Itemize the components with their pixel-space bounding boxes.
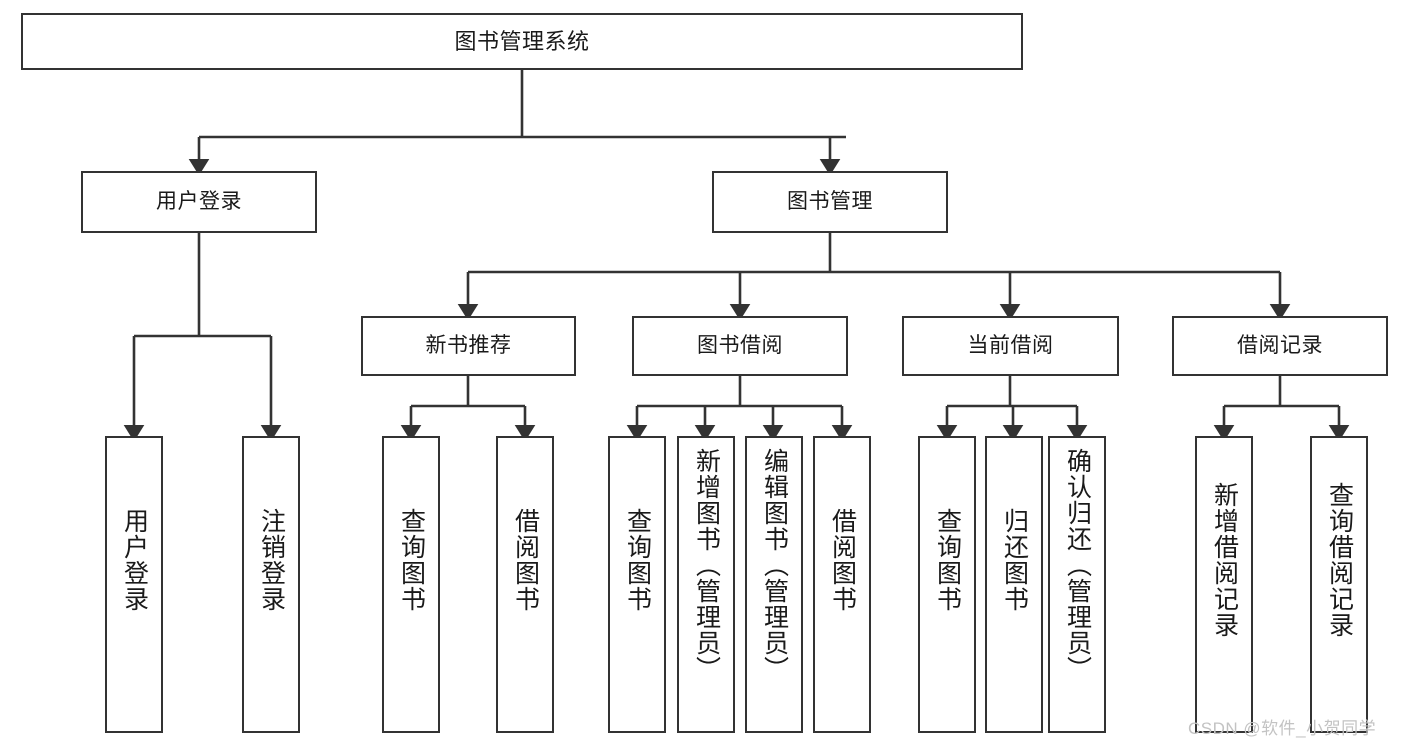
leaf-query-record[interactable]: 查询借阅记录 — [1310, 436, 1368, 733]
leaf-logout-label: 注销登录 — [257, 508, 286, 612]
leaf-query-book-1-label: 查询图书 — [397, 508, 426, 612]
leaf-borrow-book-1-label: 借阅图书 — [511, 508, 540, 612]
leaf-query-book-1[interactable]: 查询图书 — [382, 436, 440, 733]
node-new-book-recommend-label: 新书推荐 — [425, 333, 512, 357]
leaf-confirm-return[interactable]: 确认归还（管理员） — [1048, 436, 1106, 733]
node-book-borrow[interactable]: 图书借阅 — [632, 316, 848, 376]
leaf-query-book-2-label: 查询图书 — [623, 508, 652, 612]
watermark: CSDN @软件_小贺同学 — [1188, 719, 1377, 738]
leaf-add-book-label: 新增图书（管理员） — [692, 448, 721, 682]
node-borrow-record[interactable]: 借阅记录 — [1172, 316, 1388, 376]
leaf-query-book-3-label: 查询图书 — [933, 508, 962, 612]
leaf-add-record[interactable]: 新增借阅记录 — [1195, 436, 1253, 733]
leaf-return-book-label: 归还图书 — [1000, 508, 1029, 612]
leaf-user-login-label: 用户登录 — [120, 508, 149, 612]
leaf-edit-book[interactable]: 编辑图书（管理员） — [745, 436, 803, 733]
leaf-borrow-book-2[interactable]: 借阅图书 — [813, 436, 871, 733]
node-root-label: 图书管理系统 — [454, 28, 590, 54]
node-root[interactable]: 图书管理系统 — [21, 13, 1023, 70]
node-book-management-label: 图书管理 — [787, 189, 873, 213]
leaf-user-login[interactable]: 用户登录 — [105, 436, 163, 733]
leaf-confirm-return-label: 确认归还（管理员） — [1063, 448, 1092, 682]
leaf-add-record-label: 新增借阅记录 — [1210, 482, 1239, 638]
node-book-management[interactable]: 图书管理 — [712, 171, 948, 233]
leaf-add-book[interactable]: 新增图书（管理员） — [677, 436, 735, 733]
node-borrow-record-label: 借阅记录 — [1237, 333, 1323, 357]
leaf-borrow-book-1[interactable]: 借阅图书 — [496, 436, 554, 733]
leaf-borrow-book-2-label: 借阅图书 — [828, 508, 857, 612]
node-user-login-label: 用户登录 — [156, 189, 242, 213]
leaf-logout[interactable]: 注销登录 — [242, 436, 300, 733]
node-user-login[interactable]: 用户登录 — [81, 171, 317, 233]
node-current-borrow-label: 当前借阅 — [967, 333, 1054, 357]
leaf-return-book[interactable]: 归还图书 — [985, 436, 1043, 733]
leaf-query-record-label: 查询借阅记录 — [1325, 482, 1354, 638]
leaf-edit-book-label: 编辑图书（管理员） — [760, 448, 789, 682]
leaf-query-book-3[interactable]: 查询图书 — [918, 436, 976, 733]
node-current-borrow[interactable]: 当前借阅 — [902, 316, 1119, 376]
node-new-book-recommend[interactable]: 新书推荐 — [361, 316, 576, 376]
leaf-query-book-2[interactable]: 查询图书 — [608, 436, 666, 733]
node-book-borrow-label: 图书借阅 — [697, 333, 783, 357]
